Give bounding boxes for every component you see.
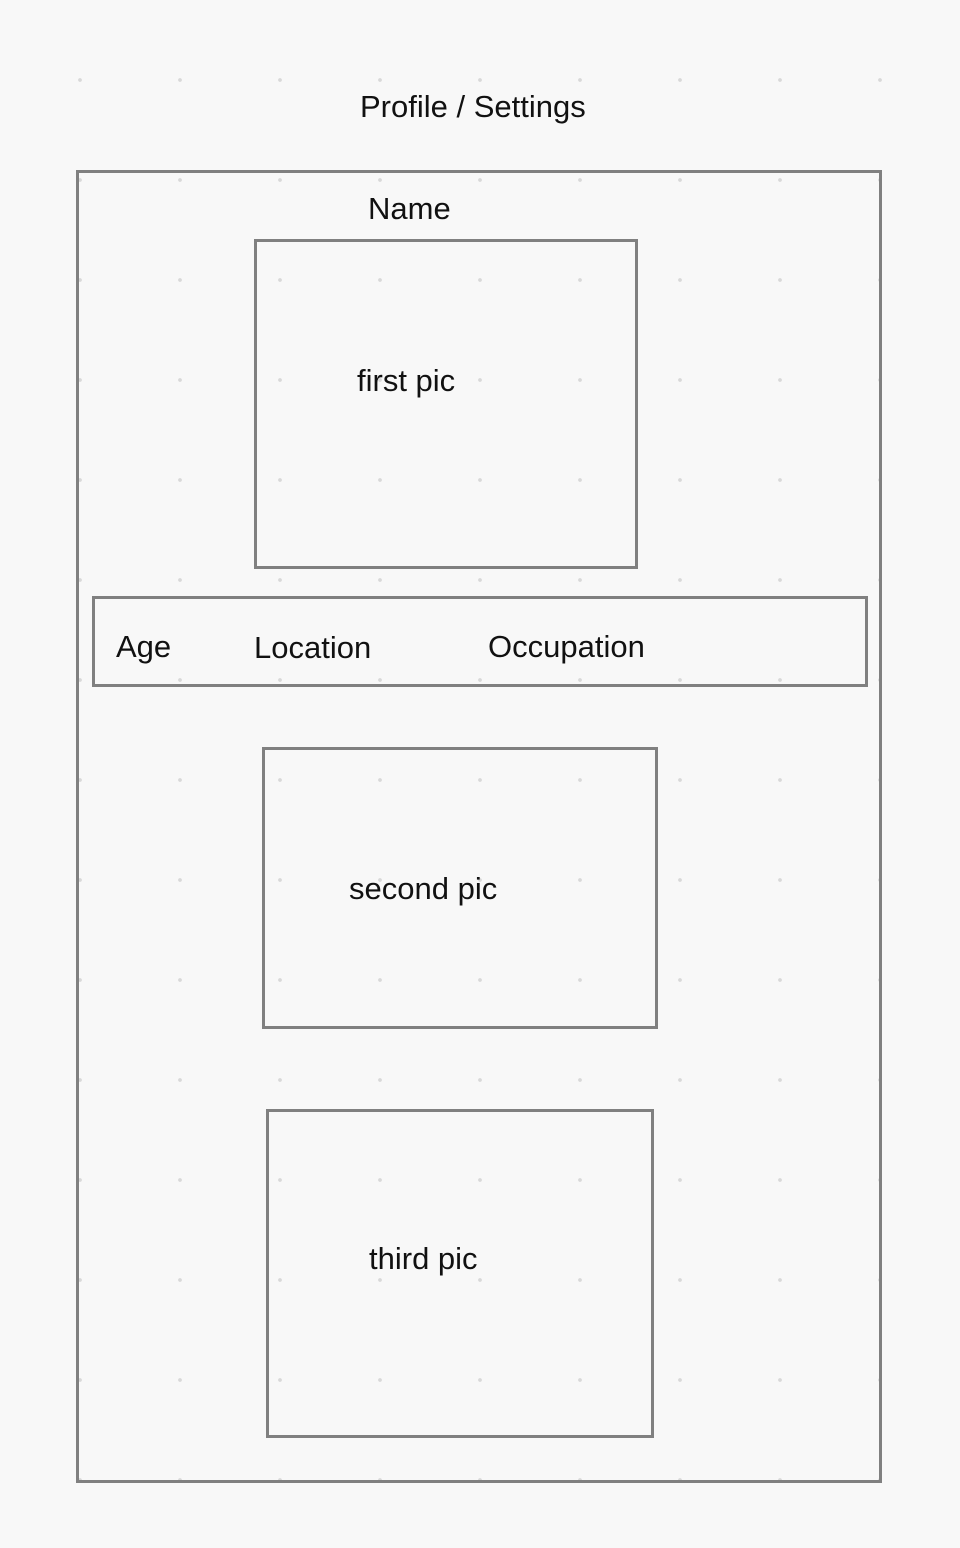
info-bar [92,596,868,687]
occupation-label: Occupation [488,629,645,664]
first-pic-placeholder[interactable] [254,239,638,569]
first-pic-label: first pic [357,363,456,398]
third-pic-label: third pic [369,1241,478,1276]
third-pic-placeholder[interactable] [266,1109,654,1438]
profile-frame [76,170,882,1483]
name-label: Name [368,191,451,226]
page-title: Profile / Settings [360,89,586,124]
location-label: Location [254,630,372,665]
second-pic-label: second pic [349,871,498,906]
age-label: Age [116,629,172,664]
second-pic-placeholder[interactable] [262,747,658,1029]
